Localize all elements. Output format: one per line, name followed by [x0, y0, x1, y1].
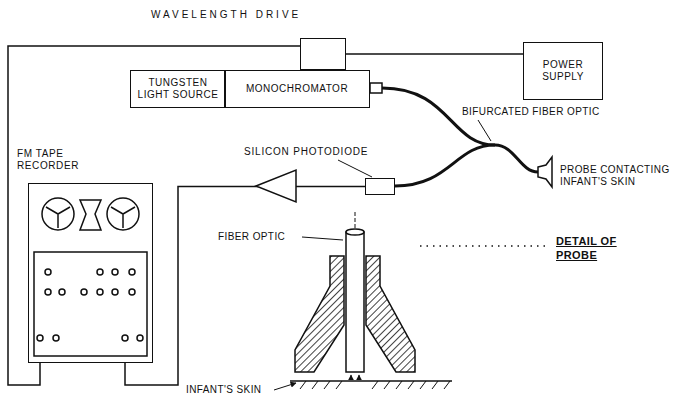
fiber-connector: [370, 83, 382, 93]
drive-box: WAVELENGTH DRIVE: [300, 38, 346, 70]
knob: [59, 289, 65, 295]
part-heading: WAVELENGTH DRIVE: [151, 9, 301, 21]
input-jack: [137, 335, 143, 341]
light-ray: [359, 375, 360, 380]
dotted-pointer: [420, 245, 550, 247]
part-heading: FM TAPE RECORDER: [17, 148, 81, 172]
fiber-label: BIFURCATED FIBER OPTIC: [462, 106, 600, 118]
wire: [125, 187, 365, 386]
center-line: [355, 212, 356, 228]
tape-reel: [42, 198, 74, 230]
power-supply-box: POWER SUPPLY: [523, 42, 603, 100]
wire: [8, 46, 300, 385]
tape-recorder-box: FM TAPE RECORDER: [28, 183, 153, 363]
skin-surface: [290, 380, 452, 382]
control-panel: [34, 252, 147, 356]
probe-head: [538, 157, 552, 187]
skin-label: INFANT'S SKIN: [186, 384, 261, 396]
input-jack: [37, 335, 43, 341]
tape-recorder-front: [34, 198, 147, 356]
probe-detail: [274, 212, 550, 390]
reel-spokes: [111, 207, 135, 228]
reel-spokes: [46, 207, 70, 228]
photodiode-box: SILICON PHOTODIODE: [365, 178, 395, 195]
probe-body: [295, 256, 344, 372]
knob: [81, 289, 87, 295]
knob: [97, 289, 103, 295]
leader-line: [478, 120, 491, 141]
part-heading: SILICON PHOTODIODE: [244, 146, 368, 158]
input-jack: [122, 335, 128, 341]
probe-label: PROBE CONTACTING INFANT'S SKIN: [560, 164, 672, 188]
detail-title: DETAIL OF PROBE: [556, 234, 628, 262]
amplifier-symbol: [256, 170, 296, 202]
fiber-optic-end: [346, 229, 364, 235]
leader-line: [302, 237, 343, 240]
knob: [45, 289, 51, 295]
box-label: POWER SUPPLY: [524, 59, 602, 83]
box-label: TUNGSTEN LIGHT SOURCE: [131, 77, 225, 101]
leader-arrow: [274, 383, 296, 390]
fiber-optic-cable: [382, 88, 538, 186]
box-label: MONOCHROMATOR: [246, 83, 348, 95]
knob: [129, 289, 135, 295]
knob: [97, 269, 103, 275]
knob: [112, 289, 118, 295]
knob: [112, 269, 118, 275]
input-jack: [53, 335, 59, 341]
probe-body: [366, 256, 415, 372]
monochromator-box: MONOCHROMATOR: [224, 70, 370, 108]
light-ray: [351, 375, 352, 380]
tape-reel: [107, 198, 139, 230]
fiber-optic-rod: [346, 232, 364, 372]
tape-head: [80, 200, 101, 230]
fiber-strand: [395, 145, 495, 186]
fiber-strand: [495, 145, 538, 172]
wire: [346, 53, 523, 55]
light-source-box: TUNGSTEN LIGHT SOURCE: [130, 70, 226, 108]
knob: [129, 269, 135, 275]
knob: [45, 269, 51, 275]
fiber-label: FIBER OPTIC: [218, 231, 285, 243]
skin-hatching: [300, 381, 450, 389]
leader-line: [338, 160, 372, 177]
